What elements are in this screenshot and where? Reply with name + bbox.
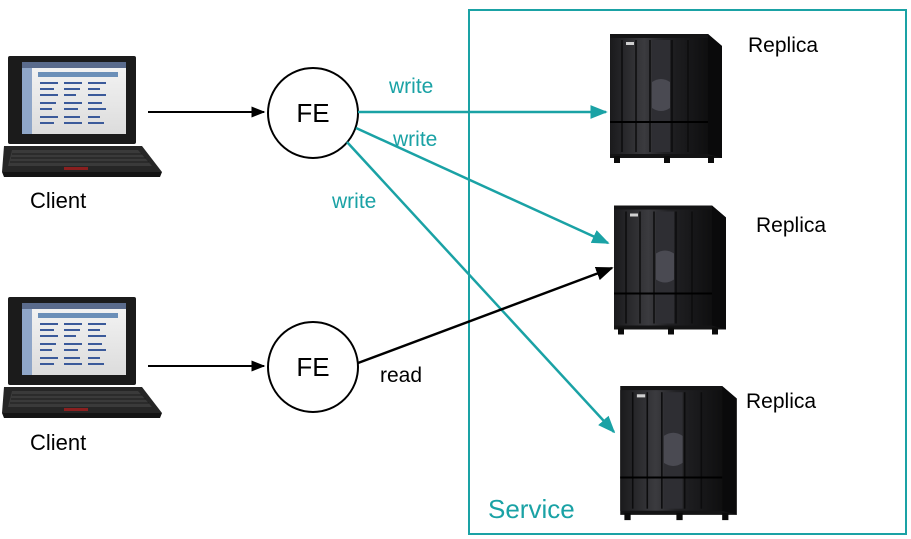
read-label: read <box>380 364 422 387</box>
client-label-1: Client <box>30 188 86 213</box>
server-icon-2 <box>612 204 728 336</box>
replica-label-1: Replica <box>748 34 818 57</box>
write-label-2: write <box>392 128 437 151</box>
front-end-node-2 <box>267 321 359 413</box>
server-icon-3 <box>619 384 738 522</box>
write-label-1: write <box>388 75 433 98</box>
replica-label-2: Replica <box>756 214 826 237</box>
replica-label-3: Replica <box>746 390 816 413</box>
client-laptop-1 <box>2 55 163 178</box>
write-label-3: write <box>331 190 376 213</box>
front-end-label-1: FE <box>296 98 329 128</box>
client-laptop-2 <box>2 296 163 419</box>
write-arrow-replica-2 <box>355 126 610 245</box>
laptop-icon <box>2 296 163 419</box>
service-boundary <box>468 9 907 535</box>
service-label: Service <box>488 494 575 524</box>
server-icon-1 <box>609 33 723 164</box>
laptop-icon <box>2 55 163 178</box>
write-arrow-replica-3 <box>346 141 616 434</box>
client-label-2: Client <box>30 430 86 455</box>
front-end-label-2: FE <box>296 352 329 382</box>
read-arrow-replica-2 <box>357 266 614 365</box>
